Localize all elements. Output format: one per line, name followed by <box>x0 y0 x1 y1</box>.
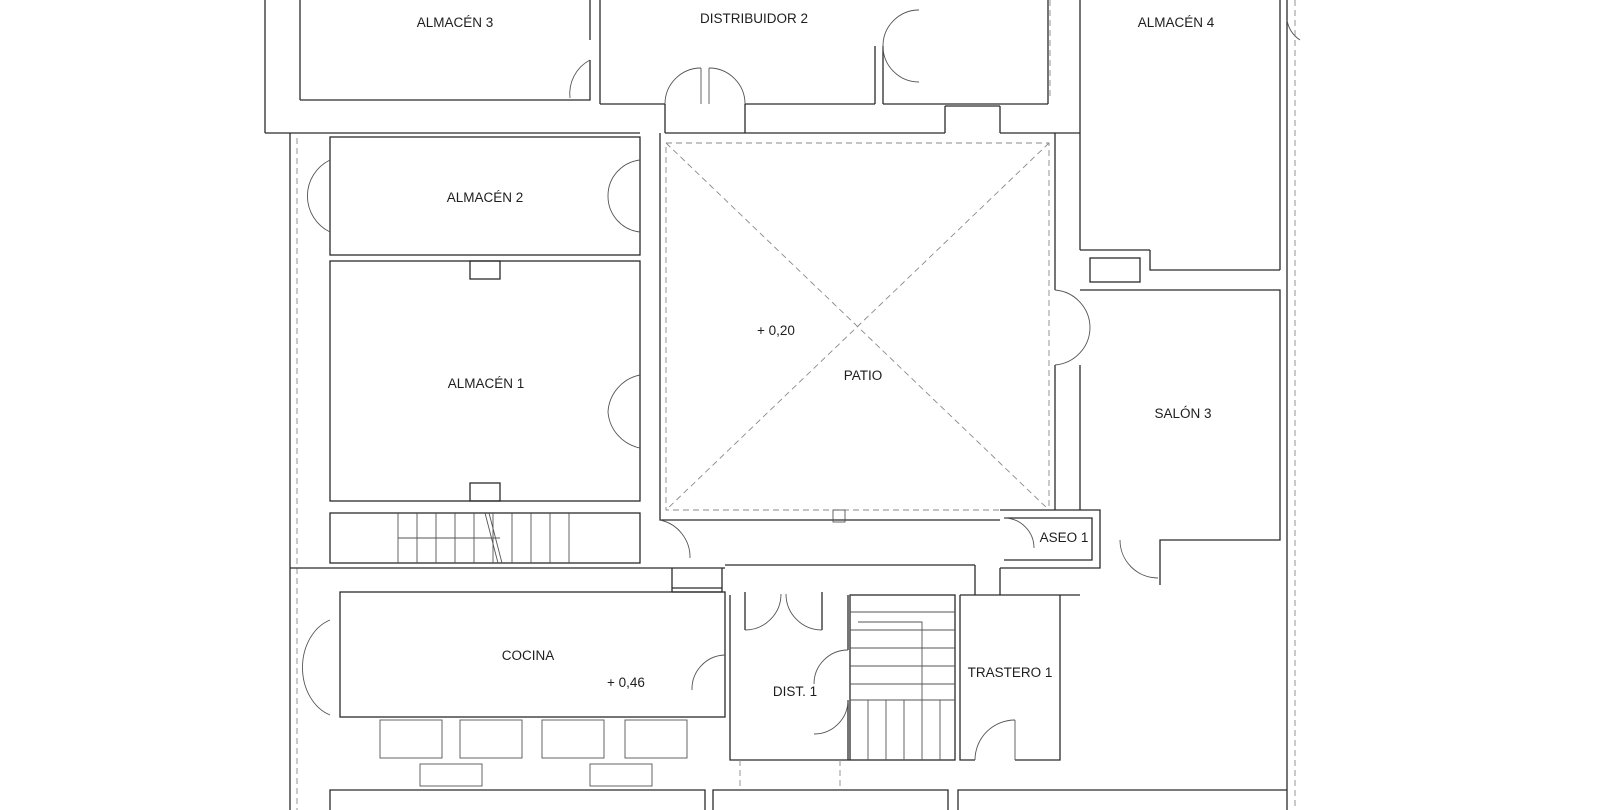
room-salon-3 <box>1079 257 1281 585</box>
level-patio: + 0,20 <box>757 323 795 338</box>
stair-lower-left <box>329 512 641 564</box>
label-dist-1: DIST. 1 <box>773 684 817 699</box>
doors <box>302 9 1301 761</box>
room-cocina <box>339 591 726 787</box>
room-aseo-1 <box>1000 509 1101 569</box>
room-almacen-2 <box>329 136 641 256</box>
room-trastero-1 <box>959 595 1061 761</box>
stair-lower-right <box>849 594 956 761</box>
label-cocina: COCINA <box>502 648 555 663</box>
bottom-rooms <box>329 760 1287 810</box>
room-almacen-3 <box>300 0 601 104</box>
label-salon-3: SALÓN 3 <box>1154 406 1211 421</box>
label-distribuidor-2: DISTRIBUIDOR 2 <box>700 11 808 26</box>
label-almacen-1: ALMACÉN 1 <box>448 376 525 391</box>
corridor-top <box>290 104 1080 134</box>
label-trastero-1: TRASTERO 1 <box>968 665 1053 680</box>
label-aseo-1: ASEO 1 <box>1040 530 1089 545</box>
label-almacen-4: ALMACÉN 4 <box>1138 15 1215 30</box>
room-dist-1 <box>729 592 850 761</box>
label-patio: PATIO <box>844 368 883 383</box>
outer-walls <box>264 0 1296 810</box>
patio-area <box>659 133 1056 523</box>
lower-corridor <box>290 564 1080 596</box>
room-distribuidor-2 <box>600 0 1081 250</box>
room-almacen-4 <box>1080 0 1281 271</box>
level-cocina: + 0,46 <box>607 675 645 690</box>
label-almacen-3: ALMACÉN 3 <box>417 15 494 30</box>
label-almacen-2: ALMACÉN 2 <box>447 190 524 205</box>
room-almacen-1 <box>329 260 641 502</box>
